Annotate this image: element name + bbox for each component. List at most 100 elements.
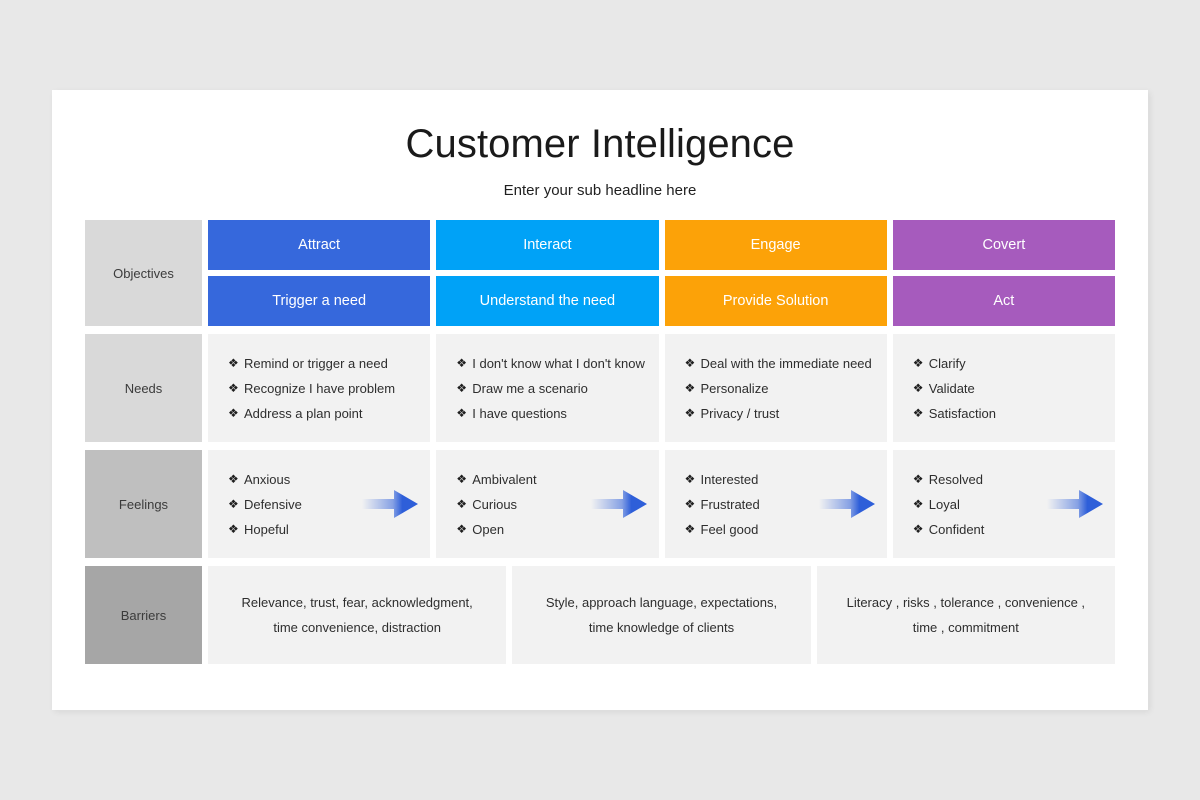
barriers-text: Style, approach language, expectations, t… xyxy=(546,590,777,641)
objective-column-engage: Engage Provide Solution xyxy=(664,220,887,326)
list-item: ❖ I have questions xyxy=(456,401,646,426)
diamond-bullet-icon: ❖ xyxy=(912,380,924,395)
diamond-bullet-icon: ❖ xyxy=(456,471,468,486)
list-item: ❖Personalize xyxy=(685,376,875,401)
list-item: ❖ Frustrated xyxy=(685,492,875,517)
objective-column-interact: Interact Understand the need xyxy=(436,220,659,326)
list-item-label: I have questions xyxy=(472,405,567,421)
list-item: ❖Resolved xyxy=(913,467,1103,492)
diamond-bullet-icon: ❖ xyxy=(456,496,468,511)
diamond-bullet-icon: ❖ xyxy=(912,471,924,486)
diamond-bullet-icon: ❖ xyxy=(684,521,696,536)
barriers-text-line: time knowledge of clients xyxy=(588,620,735,635)
feelings-cell-interact: ❖ Ambivalent ❖ Curious ❖ Open xyxy=(436,450,659,558)
list-item: ❖ Anxious xyxy=(228,467,418,492)
row-label-objectives: Objectives xyxy=(85,220,202,326)
diamond-bullet-icon: ❖ xyxy=(228,471,239,486)
objective-column-attract: Attract Trigger a need xyxy=(208,220,431,326)
list-item-label: Loyal xyxy=(928,496,960,512)
page-title: Customer Intelligence xyxy=(405,122,795,166)
diamond-bullet-icon: ❖ xyxy=(912,355,924,370)
customer-intelligence-matrix: Objectives Attract Trigger a need Intera… xyxy=(85,220,1115,664)
list-item: ❖ Deal with the immediate need xyxy=(685,351,875,376)
feelings-cell-covert: ❖Resolved❖Loyal❖Confident xyxy=(892,450,1115,558)
needs-cell-interact: ❖I don't know what I don't know❖Draw me … xyxy=(436,334,659,442)
diamond-bullet-icon: ❖ xyxy=(684,496,696,511)
diamond-bullet-icon: ❖ xyxy=(684,405,696,420)
barriers-text-line: Literacy , risks , tolerance , convenien… xyxy=(846,594,1086,610)
list-item-label: Clarify xyxy=(928,355,966,371)
diamond-bullet-icon: ❖ xyxy=(684,355,696,370)
diamond-bullet-icon: ❖ xyxy=(912,521,924,536)
objective-stage-engage[interactable]: Engage xyxy=(664,220,887,270)
list-item: ❖ Ambivalent xyxy=(456,467,646,492)
objective-goal-trigger-a-need[interactable]: Trigger a need xyxy=(208,276,431,326)
list-item-label: Draw me a scenario xyxy=(472,380,588,396)
objective-stage-attract[interactable]: Attract xyxy=(208,220,431,270)
list-item: ❖ Recognize I have problem xyxy=(228,376,418,401)
list-item-label: Frustrated xyxy=(700,496,760,512)
diamond-bullet-icon: ❖ xyxy=(684,471,696,486)
list-item: ❖ Draw me a scenario xyxy=(456,376,646,401)
objective-stage-covert[interactable]: Covert xyxy=(892,220,1115,270)
list-item-label: Ambivalent xyxy=(472,471,537,487)
barriers-text: Relevance, trust, fear, acknowledgment,t… xyxy=(242,590,473,641)
list-item-label: Validate xyxy=(928,380,975,396)
list-item-label: Deal with the immediate need xyxy=(700,355,872,371)
list-item-label: Defensive xyxy=(244,496,302,512)
row-label-needs: Needs xyxy=(85,334,202,442)
diamond-bullet-icon: ❖ xyxy=(456,521,468,536)
slide-panel: Customer Intelligence Enter your sub hea… xyxy=(52,90,1148,710)
list-item: ❖ Satisfaction xyxy=(913,401,1103,426)
list-item: ❖ Interested xyxy=(685,467,875,492)
list-item: ❖I don't know what I don't know xyxy=(456,351,646,376)
matrix-row-objectives: Objectives Attract Trigger a need Intera… xyxy=(85,220,1115,326)
list-item: ❖Remind or trigger a need xyxy=(228,351,418,376)
list-item: ❖ Privacy / trust xyxy=(685,401,875,426)
diamond-bullet-icon: ❖ xyxy=(912,405,924,420)
list-item-label: Privacy / trust xyxy=(700,405,780,421)
diamond-bullet-icon: ❖ xyxy=(456,380,468,395)
barriers-text-line: Style, approach language, expectations, xyxy=(545,594,778,610)
page-subtitle: Enter your sub headline here xyxy=(503,182,697,199)
diamond-bullet-icon: ❖ xyxy=(912,496,924,511)
diamond-bullet-icon: ❖ xyxy=(228,521,239,536)
list-item-label: Curious xyxy=(472,496,518,512)
diamond-bullet-icon: ❖ xyxy=(228,380,239,395)
row-label-barriers: Barriers xyxy=(85,566,202,664)
barriers-text: Literacy , risks , tolerance , convenien… xyxy=(847,590,1085,641)
needs-cell-engage: ❖Deal with the immediate need❖Personaliz… xyxy=(664,334,887,442)
list-item-label: Hopeful xyxy=(244,521,289,537)
diamond-bullet-icon: ❖ xyxy=(228,496,239,511)
objective-stage-interact[interactable]: Interact xyxy=(436,220,659,270)
list-item-label: I don't know what I don't know xyxy=(472,355,645,371)
matrix-row-needs: Needs ❖Remind or trigger a need❖Recogniz… xyxy=(85,334,1115,442)
list-item: ❖ Curious xyxy=(456,492,646,517)
list-item-label: Interested xyxy=(700,471,759,487)
barriers-text-line: time , commitment xyxy=(912,620,1019,635)
objective-goal-provide-solution[interactable]: Provide Solution xyxy=(664,276,887,326)
matrix-row-feelings: Feelings ❖Anxious❖Defensive❖Hopeful ❖Amb… xyxy=(85,450,1115,558)
list-item-label: Address a plan point xyxy=(244,405,363,421)
list-item: ❖ Loyal xyxy=(913,492,1103,517)
list-item: ❖ Open xyxy=(456,517,646,542)
needs-cell-attract: ❖Remind or trigger a need❖Recognize I ha… xyxy=(208,334,431,442)
list-item-label: Recognize I have problem xyxy=(244,380,396,396)
list-item-label: Satisfaction xyxy=(928,405,996,421)
list-item-label: Remind or trigger a need xyxy=(244,355,388,371)
objective-goal-understand-the-need[interactable]: Understand the need xyxy=(436,276,659,326)
list-item: ❖ Clarify xyxy=(913,351,1103,376)
diamond-bullet-icon: ❖ xyxy=(228,405,239,420)
list-item-label: Personalize xyxy=(700,380,769,396)
feelings-cell-attract: ❖ Anxious ❖ Defensive ❖ Hopeful xyxy=(208,450,431,558)
barriers-cells: Relevance, trust, fear, acknowledgment,t… xyxy=(208,566,1115,664)
list-item-label: Open xyxy=(472,521,505,537)
list-item-label: Anxious xyxy=(244,471,291,487)
diamond-bullet-icon: ❖ xyxy=(456,405,468,420)
objective-goal-act[interactable]: Act xyxy=(892,276,1115,326)
barriers-cell-2: Style, approach language, expectations, t… xyxy=(512,566,811,664)
needs-cells: ❖Remind or trigger a need❖Recognize I ha… xyxy=(208,334,1115,442)
list-item-label: Feel good xyxy=(700,521,759,537)
list-item: ❖ Address a plan point xyxy=(228,401,418,426)
barriers-text-line: time convenience, distraction xyxy=(273,620,441,635)
